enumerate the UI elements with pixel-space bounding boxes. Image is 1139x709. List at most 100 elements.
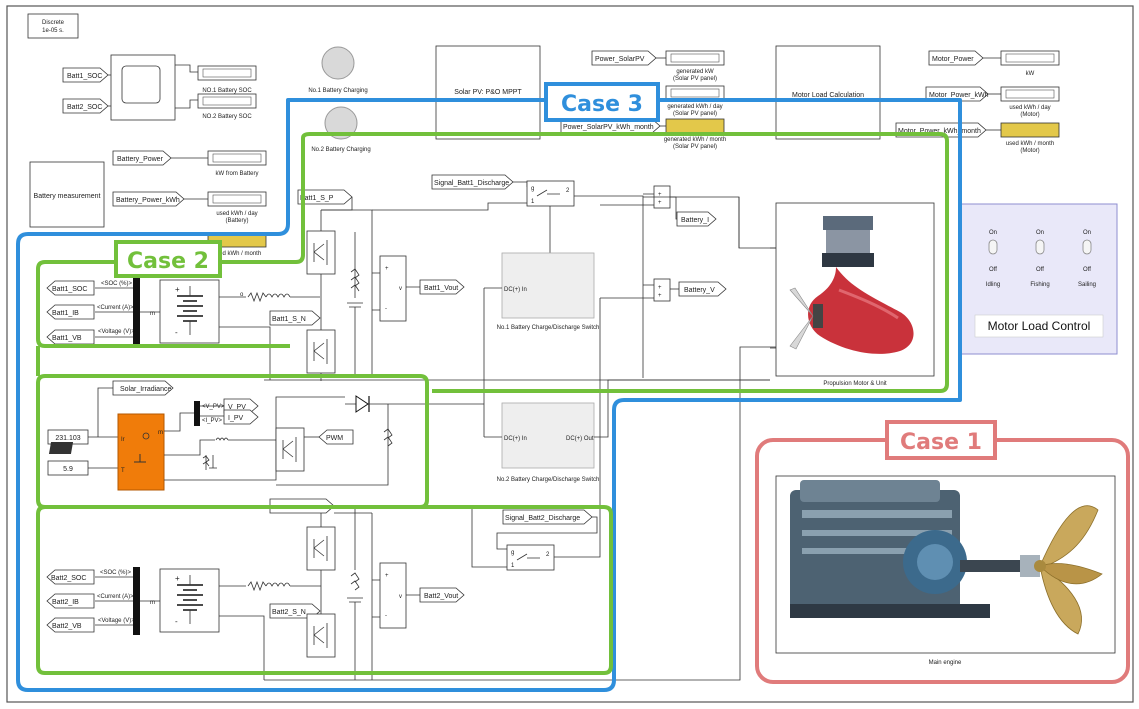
toggle-switch-icon[interactable]	[1082, 239, 1092, 255]
goto-tag-batt2-vout[interactable]	[419, 587, 465, 603]
svg-text:v: v	[399, 594, 402, 600]
tag-label: Motor_Power_kWh_month	[898, 128, 981, 135]
display-caption: used kWh / month	[213, 251, 261, 257]
propulsion-motor-unit-block[interactable]: Propulsion Motor & Unit	[770, 202, 935, 387]
case2-label-box: Case 2	[114, 240, 222, 278]
motor-displays: Motor_Power kW Motor_Power_kWh used kWh …	[895, 50, 1060, 154]
from-tag-batt1-ib[interactable]	[46, 304, 95, 320]
from-tag-signal-batt1-discharge[interactable]	[431, 174, 514, 190]
powergui-solver-block[interactable]: Discrete 1e-05 s.	[27, 13, 79, 39]
inductor-icon	[215, 437, 229, 441]
goto-tag-battery-v[interactable]	[678, 281, 727, 297]
display-generated-kwh-month[interactable]	[665, 118, 725, 134]
tag-label: Batt1_Vout	[424, 285, 458, 292]
goto-tag-motor-power[interactable]	[928, 50, 984, 66]
tag-label: Batt2_SOC	[51, 575, 86, 582]
soc-scope-area: Batt1_SOC Batt2_SOC NO.1 Battery SOC NO.…	[62, 54, 257, 121]
main-engine-block[interactable]: Main engine	[775, 475, 1116, 666]
tag-label: Batt1_IB	[52, 310, 79, 317]
voltage-measurement-2[interactable]	[379, 562, 407, 629]
from-tag-batt1-s-n[interactable]	[269, 310, 321, 326]
tag-label: Battery_I	[681, 217, 709, 224]
pv-array-block[interactable]	[117, 413, 165, 491]
goto-tag-batt2-soc[interactable]	[62, 98, 109, 114]
bus-selector-1[interactable]	[133, 278, 140, 346]
toggle-switch-icon[interactable]	[1035, 239, 1045, 255]
battery1-section: Batt1_SOC Batt1_IB Batt1_VB <SOC (%)> <C…	[46, 278, 320, 380]
svg-text:T: T	[121, 468, 125, 474]
tag-label: Batt1_SOC	[67, 73, 102, 80]
from-tag-batt1-s-p[interactable]	[297, 189, 353, 205]
svg-text:m: m	[150, 600, 155, 606]
diode-icon	[345, 395, 370, 413]
tag-label: Signal_Batt2_Discharge	[505, 515, 580, 522]
lamp-no2-battery-charging[interactable]	[324, 106, 358, 140]
battery-measurement-area: Battery measurement Battery_Power kW fro…	[29, 150, 267, 257]
tag-label: I_PV	[228, 415, 244, 422]
battery-icon: + -	[175, 285, 203, 337]
case2-boundary-battery2	[36, 505, 613, 675]
from-tag-batt1-soc[interactable]	[46, 280, 95, 296]
goto-tag-batt1-vout[interactable]	[419, 279, 465, 295]
block-caption: No.2 Battery Charge/Discharge Switch	[497, 477, 600, 483]
lamp-caption: No.2 Battery Charging	[311, 147, 370, 153]
bus-selector-2[interactable]	[133, 567, 140, 635]
lamp-no1-battery-charging[interactable]	[321, 46, 355, 80]
goto-tag-power-solarpv[interactable]	[591, 50, 657, 66]
no1-battery-charge-discharge-switch[interactable]: DC(+) In No.1 Battery Charge/Discharge S…	[483, 252, 599, 437]
switch-off-label: Off	[989, 267, 997, 273]
bus-signal-label: <Current (A)>	[97, 594, 134, 600]
voltage-measurement-1[interactable]	[379, 255, 407, 322]
toggle-switch-icon[interactable]	[988, 239, 998, 255]
tag-label: Power_SolarPV	[595, 56, 645, 63]
ideal-switch-1[interactable]	[526, 180, 575, 207]
tag-label: Batt1_S_N	[272, 316, 306, 323]
goto-tag-battery-power[interactable]	[112, 150, 172, 166]
igbt-upper-2[interactable]	[306, 526, 336, 571]
from-tag-batt2-soc[interactable]	[46, 569, 95, 585]
block-title: Battery measurement	[34, 193, 101, 200]
battery-measurement-block[interactable]	[29, 161, 105, 228]
motor-load-control-panel: On Off Idling On Off Fishing On Off Sail…	[959, 203, 1118, 355]
bus-signal-label: <SOC (%)>	[101, 281, 133, 287]
solver-step: 1e-05 s.	[42, 28, 64, 34]
tag-label: Batt2_S_N	[272, 609, 306, 616]
goto-tag-battery-i[interactable]	[676, 211, 717, 227]
resistor-icon	[247, 580, 267, 592]
switch-fishing[interactable]: On Off Fishing	[1030, 230, 1049, 288]
switch-off-label: Off	[1083, 267, 1091, 273]
goto-tag-i-pv[interactable]	[223, 409, 259, 425]
svg-text:+: +	[385, 573, 389, 579]
igbt-upper-1[interactable]	[306, 230, 336, 275]
ideal-switch-2[interactable]	[506, 544, 555, 571]
from-tag-batt2-vb[interactable]	[46, 617, 95, 633]
motor-load-calculation-subsystem[interactable]: Motor Load Calculation	[775, 45, 881, 140]
from-tag-solar-irradiance[interactable]	[112, 380, 174, 396]
goto-tag-batt1-soc[interactable]	[62, 67, 109, 83]
charging-indicators: No.1 Battery Charging No.2 Battery Charg…	[308, 46, 371, 153]
from-tag-batt2-ib[interactable]	[46, 593, 95, 609]
tag-label: Batt2_SOC	[67, 104, 102, 111]
scope-block[interactable]	[121, 65, 161, 104]
igbt-boost[interactable]	[275, 427, 305, 472]
svg-text:+: +	[385, 266, 389, 272]
svg-text:2: 2	[566, 188, 570, 194]
motor-load-control-title-box	[974, 314, 1104, 338]
case2-label: Case 2	[127, 249, 209, 274]
bus-selector-pv[interactable]	[194, 401, 200, 426]
solar-pv-mppt-subsystem[interactable]: Solar PV: P&O MPPT	[435, 45, 541, 140]
batt2-discharge-switch-logic: Signal_Batt2_Discharge g 1 2	[372, 298, 601, 571]
switch-on-label: On	[1036, 230, 1044, 236]
inductor-icon	[265, 582, 291, 587]
igbt-lower-1[interactable]	[306, 329, 336, 374]
sum-block-voltage[interactable]	[653, 278, 671, 302]
from-tag-signal-batt2-discharge[interactable]	[502, 509, 593, 525]
from-tag-pwm[interactable]	[318, 429, 354, 445]
switch-sailing[interactable]: On Off Sailing	[1078, 230, 1096, 288]
switch-idling[interactable]: On Off Idling	[986, 230, 1000, 288]
display-used-kwh-month-motor[interactable]	[1000, 122, 1060, 138]
igbt-lower-2[interactable]	[306, 613, 336, 658]
tag-label: Batt1_S_P	[300, 195, 334, 202]
goto-tag-battery-power-kwh[interactable]	[112, 191, 185, 207]
no2-battery-charge-discharge-switch[interactable]: DC(+) In DC(+) Out No.2 Battery Charge/D…	[484, 379, 770, 483]
